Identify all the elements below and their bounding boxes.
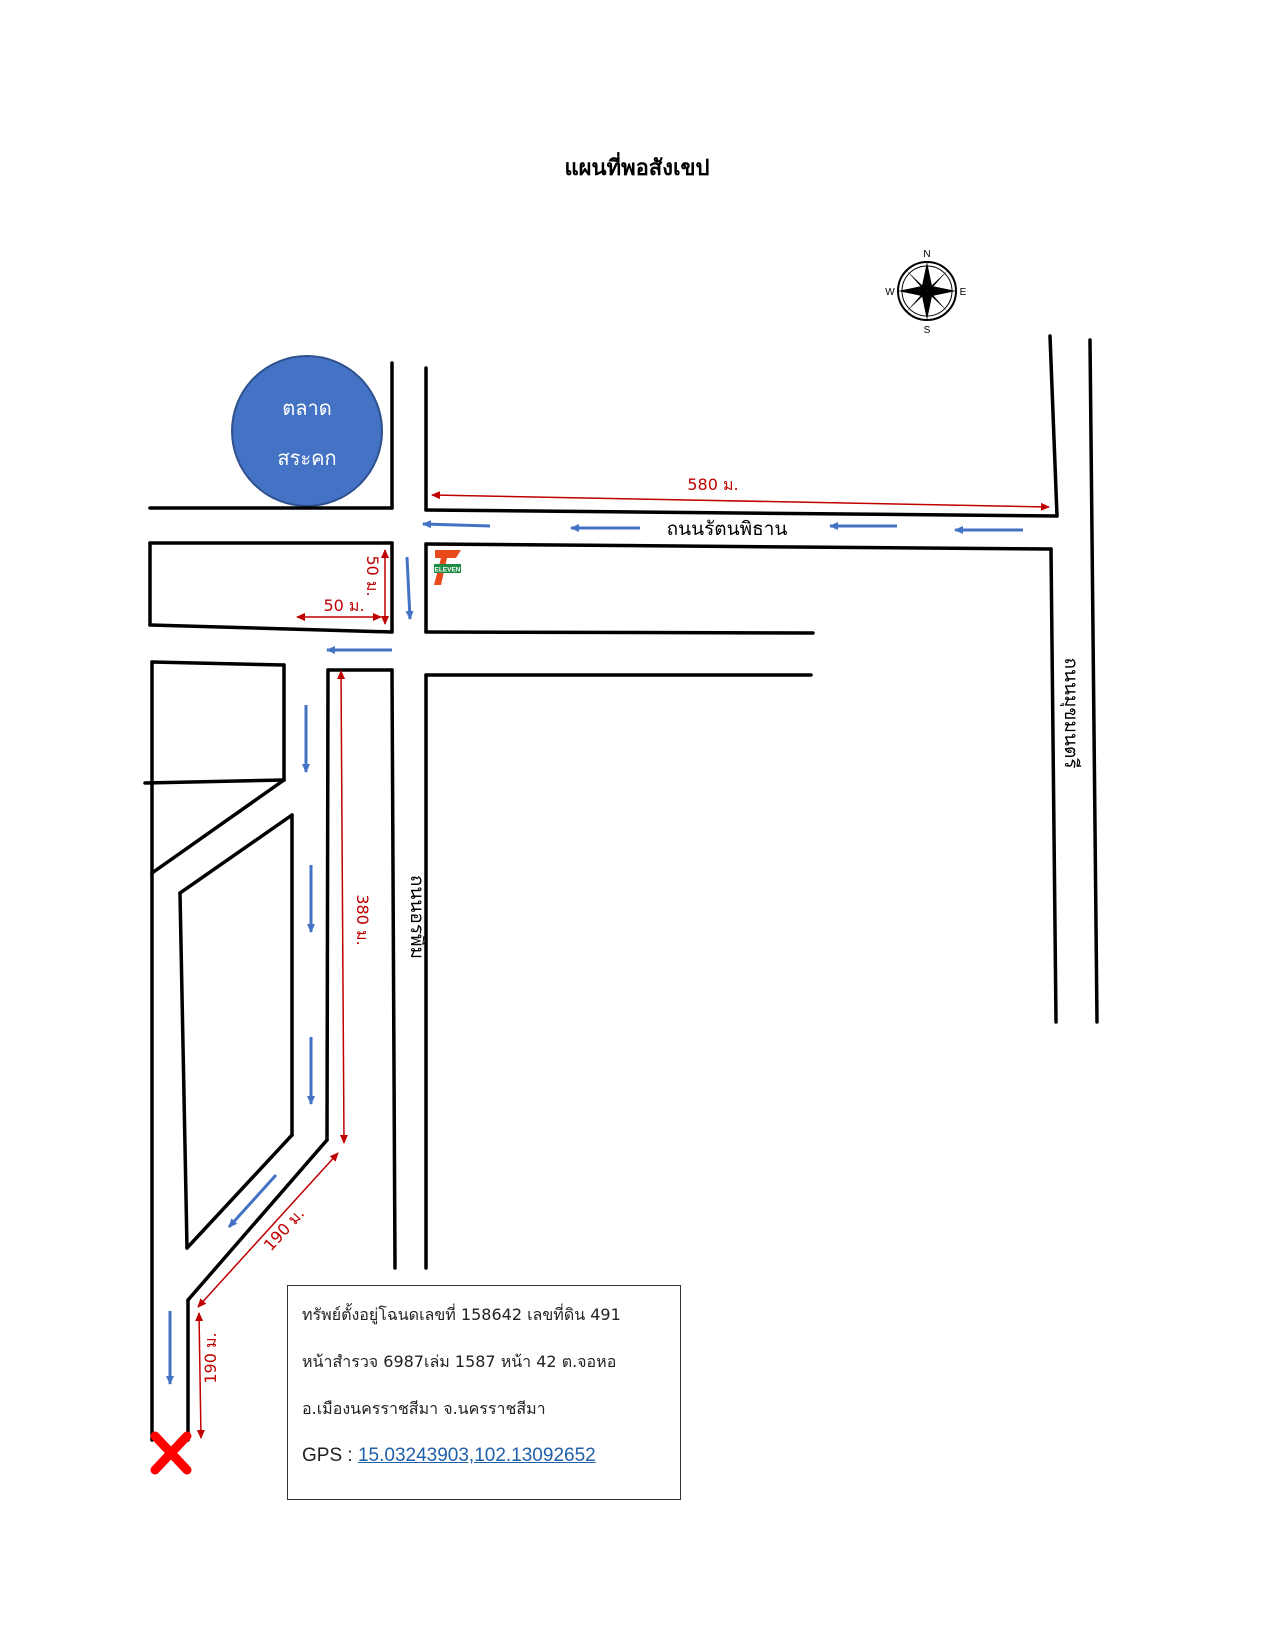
distance-label-50-vertical: 50 ม.	[363, 555, 382, 596]
road-edge	[148, 623, 394, 634]
road-edge	[325, 668, 330, 1142]
gps-line: GPS : 15.03243903,102.13092652	[302, 1441, 666, 1471]
distance-label-380: 380 ม.	[353, 894, 372, 945]
gps-coordinates-link[interactable]: 15.03243903,102.13092652	[357, 1445, 596, 1466]
road-edge	[424, 630, 815, 635]
road-edge	[143, 778, 286, 785]
road-edge	[178, 891, 189, 1250]
distance-arrow-380	[337, 670, 348, 1144]
survey-info-line: หน้าสำรวจ 6987เล่ม 1587 หน้า 42 ต.จอหอ	[302, 1352, 617, 1371]
road-network	[143, 334, 1099, 1442]
road-edge	[424, 542, 1053, 551]
property-info-box: ทรัพย์ตั้งอยู่โฉนดเลขที่ 158642 เลขที่ดิ…	[287, 1285, 681, 1500]
road-edge	[1048, 334, 1059, 518]
road-edge	[150, 778, 286, 875]
compass-rose-icon: N S E W	[885, 249, 966, 336]
direction-arrow	[422, 520, 491, 529]
compass-n-label: N	[923, 249, 930, 260]
market-label-line2: สระคก	[277, 446, 336, 470]
road-edge	[178, 813, 294, 895]
direction-arrows	[166, 520, 1023, 1385]
road-label-nakhonrim: ถนนอรพิม	[406, 875, 428, 959]
deed-info-line: ทรัพย์ตั้งอยู่โฉนดเลขที่ 158642 เลขที่ดิ…	[302, 1305, 621, 1324]
distance-arrow-580	[431, 491, 1050, 511]
map-title: แผนที่พอสังเขป	[564, 151, 709, 181]
distance-label-190-vertical: 190 ม.	[201, 1332, 220, 1383]
compass-w-label: W	[885, 287, 895, 298]
road-label-mittraphap: ถนนมุขมนตรี	[1059, 657, 1082, 768]
seven-eleven-text: ELEVEN	[434, 567, 460, 574]
market-circle: ตลาด สระคก	[231, 355, 383, 507]
direction-arrow	[227, 1173, 278, 1229]
road-edge	[1049, 547, 1058, 1024]
distance-label-580: 580 ม.	[687, 475, 738, 494]
market-label-line1: ตลาด	[282, 396, 331, 420]
distance-arrow-190-vertical	[195, 1312, 205, 1439]
road-edge	[186, 1138, 329, 1302]
gps-prefix: GPS :	[302, 1445, 358, 1466]
destination-x-icon	[150, 1431, 192, 1475]
compass-e-label: E	[960, 287, 967, 298]
road-label-ratanapithan: ถนนรัตนพิธาน	[667, 518, 788, 540]
road-edge	[150, 660, 286, 667]
road-edge	[390, 668, 397, 1270]
seven-eleven-logo-icon: ELEVEN	[434, 550, 461, 585]
road-edge	[424, 508, 1059, 518]
distance-arrow-190-diagonal	[197, 1152, 339, 1308]
distance-markers	[195, 491, 1050, 1439]
road-edge	[1088, 338, 1099, 1024]
distance-label-50-horizontal: 50 ม.	[323, 596, 364, 615]
compass-s-label: S	[924, 325, 931, 336]
location-info-line: อ.เมืองนครราชสีมา จ.นครราชสีมา	[302, 1399, 546, 1418]
direction-arrow	[405, 556, 414, 620]
